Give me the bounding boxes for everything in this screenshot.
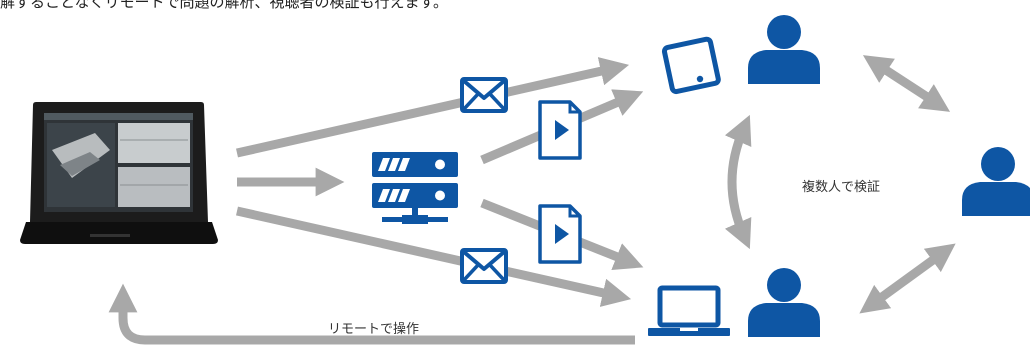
group-verify-label: 複数人で検証 xyxy=(802,180,881,195)
mail-icon xyxy=(460,77,508,113)
arrow-to-smartphone xyxy=(236,57,630,158)
person-icon xyxy=(748,15,820,84)
laptop-photo xyxy=(20,102,218,244)
server-icon xyxy=(372,152,458,224)
mail-icon xyxy=(460,248,508,284)
arrow-bottom-right xyxy=(859,243,956,314)
smartphone-icon xyxy=(661,36,721,95)
video-file-icon xyxy=(538,100,582,160)
header-partial-text: 解することなくリモートで問題の解析、視聴者の検証も行えます。 xyxy=(0,0,449,11)
person-icon xyxy=(962,147,1030,216)
remote-control-label: リモートで操作 xyxy=(328,322,420,337)
arrow-top-right xyxy=(862,55,951,112)
arrow-remote-control xyxy=(108,283,635,345)
flow-arrows xyxy=(108,55,956,345)
person-icon xyxy=(748,268,820,337)
video-file-icon xyxy=(538,204,582,264)
arrow-to-laptop xyxy=(236,206,632,307)
arrow-left-vertical xyxy=(724,114,752,250)
laptop-icon xyxy=(648,285,730,336)
